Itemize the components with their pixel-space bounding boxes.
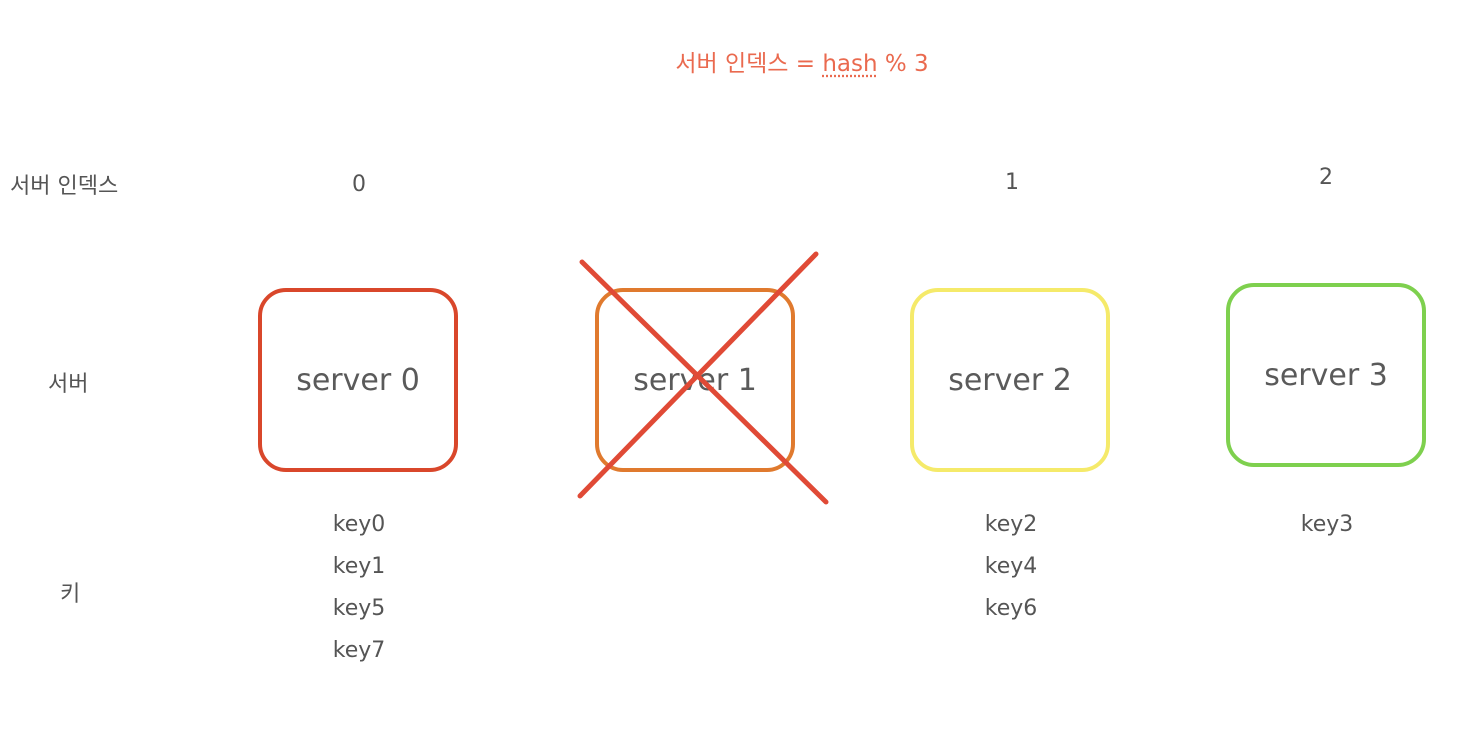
row-label-key: 키 [60,582,81,607]
row-label-server: 서버 [48,372,89,397]
key-item: key1 [332,554,386,579]
formula-prefix: 서버 인덱스 = [675,51,823,77]
formula-suffix: % 3 [877,51,929,77]
server-2-keys: key2 key4 key6 [931,504,1091,630]
server-0-label: server 0 [296,362,420,398]
server-3-index: 2 [1319,165,1333,190]
key-item: key2 [984,512,1038,537]
cross-stroke-down [579,259,829,505]
server-3-label: server 3 [1264,357,1388,393]
server-2-index: 1 [1005,170,1019,195]
key-item: key5 [332,596,386,621]
server-2-box: server 2 [910,288,1110,472]
server-0-index: 0 [352,172,366,197]
key-item: key0 [332,512,386,537]
formula-hash: hash [822,51,878,77]
key-item: key3 [1300,512,1354,537]
formula-title: 서버 인덱스 = hash % 3 [0,44,1484,78]
server-2-label: server 2 [948,362,1072,398]
server-3-box: server 3 [1226,283,1426,467]
server-3-keys: key3 [1247,504,1407,546]
key-item: key6 [984,596,1038,621]
server-0-box: server 0 [258,288,458,472]
server-0-keys: key0 key1 key5 key7 [279,504,439,672]
removed-cross-mark [577,251,829,505]
key-item: key4 [984,554,1038,579]
cross-stroke-up [577,251,819,499]
server-1-box: server 1 [595,288,795,472]
row-label-server-index: 서버 인덱스 [10,174,119,199]
key-item: key7 [332,638,386,663]
